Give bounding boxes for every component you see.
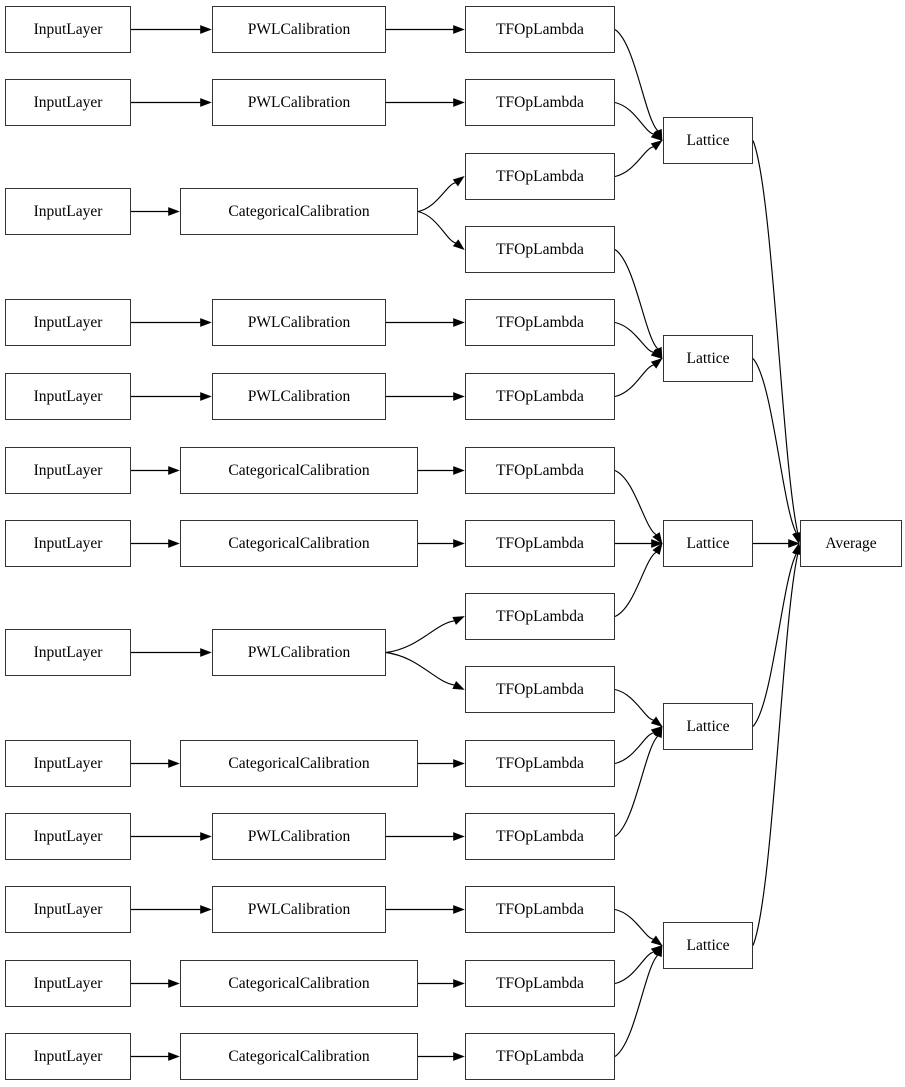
node-in5[interactable]: InputLayer (5, 373, 131, 420)
edge-op14-to-lat5 (614, 944, 663, 985)
node-in13[interactable]: InputLayer (5, 1033, 131, 1080)
edge-in10-to-cal10 (131, 832, 212, 841)
edge-in12-to-cal12 (131, 979, 180, 988)
edge-in6-to-cal6 (131, 466, 180, 475)
edge-cal2-to-op2 (386, 98, 465, 107)
node-op11[interactable]: TFOpLambda (465, 740, 615, 787)
edge-op8-to-lat3 (615, 539, 663, 548)
edge-in13-to-cal13 (131, 1052, 180, 1061)
node-op14[interactable]: TFOpLambda (465, 960, 615, 1007)
node-op10[interactable]: TFOpLambda (465, 666, 615, 713)
edge-lat1-to-avg (752, 140, 803, 545)
node-in3[interactable]: InputLayer (5, 188, 131, 235)
edge-cal5-to-op6 (386, 392, 465, 401)
edge-cal3-to-op3 (417, 175, 465, 213)
node-op13[interactable]: TFOpLambda (465, 886, 615, 933)
edge-cal12-to-op14 (418, 979, 465, 988)
edge-in8-to-cal8 (131, 648, 212, 657)
edge-cal4-to-op5 (386, 318, 465, 327)
node-cal9[interactable]: CategoricalCalibration (180, 740, 418, 787)
edge-cal6-to-op7 (418, 466, 465, 475)
node-in10[interactable]: InputLayer (5, 813, 131, 860)
node-cal7[interactable]: CategoricalCalibration (180, 520, 418, 567)
node-in11[interactable]: InputLayer (5, 886, 131, 933)
node-in1[interactable]: InputLayer (5, 6, 131, 53)
node-avg[interactable]: Average (800, 520, 902, 567)
node-op8[interactable]: TFOpLambda (465, 520, 615, 567)
node-cal4[interactable]: PWLCalibration (212, 299, 386, 346)
edge-op1-to-lat1 (614, 29, 663, 142)
node-op12[interactable]: TFOpLambda (465, 813, 615, 860)
edge-in2-to-cal2 (131, 98, 212, 107)
node-cal5[interactable]: PWLCalibration (212, 373, 386, 420)
edge-cal10-to-op12 (386, 832, 465, 841)
edge-op15-to-lat5 (614, 944, 663, 1057)
edge-in5-to-cal5 (131, 392, 212, 401)
node-op1[interactable]: TFOpLambda (465, 6, 615, 53)
edge-lat4-to-avg (752, 542, 801, 727)
edge-cal3-to-op4 (417, 210, 465, 251)
node-in2[interactable]: InputLayer (5, 79, 131, 126)
edge-op4-to-lat2 (614, 249, 663, 360)
node-cal13[interactable]: CategoricalCalibration (180, 1033, 418, 1080)
edge-op5-to-lat2 (614, 321, 663, 360)
node-lat2[interactable]: Lattice (663, 335, 753, 382)
edge-in7-to-cal7 (131, 539, 180, 548)
node-lat3[interactable]: Lattice (663, 520, 753, 567)
edge-op11-to-lat4 (614, 725, 663, 765)
node-op2[interactable]: TFOpLambda (465, 79, 615, 126)
edge-in11-to-cal11 (131, 905, 212, 914)
edge-cal13-to-op15 (418, 1052, 465, 1061)
edge-op9-to-lat3 (614, 542, 663, 618)
edge-lat3-to-avg (753, 539, 800, 548)
edge-cal1-to-op1 (386, 25, 465, 34)
edge-op6-to-lat2 (614, 357, 663, 398)
edge-op12-to-lat4 (614, 725, 663, 837)
node-lat1[interactable]: Lattice (663, 117, 753, 164)
edge-lat2-to-avg (752, 358, 801, 545)
edge-cal9-to-op11 (418, 759, 465, 768)
node-op4[interactable]: TFOpLambda (465, 226, 615, 273)
node-op7[interactable]: TFOpLambda (465, 447, 615, 494)
node-cal3[interactable]: CategoricalCalibration (180, 188, 418, 235)
node-lat4[interactable]: Lattice (663, 703, 753, 750)
node-cal6[interactable]: CategoricalCalibration (180, 447, 418, 494)
node-in7[interactable]: InputLayer (5, 520, 131, 567)
node-cal8[interactable]: PWLCalibration (212, 629, 386, 676)
edge-in4-to-cal4 (131, 318, 212, 327)
edge-in9-to-cal9 (131, 759, 180, 768)
node-cal10[interactable]: PWLCalibration (212, 813, 386, 860)
edge-op3-to-lat1 (614, 139, 663, 178)
edge-lat5-to-avg (752, 542, 803, 946)
node-op3[interactable]: TFOpLambda (465, 153, 615, 200)
node-op15[interactable]: TFOpLambda (465, 1033, 615, 1080)
node-in12[interactable]: InputLayer (5, 960, 131, 1007)
node-in8[interactable]: InputLayer (5, 629, 131, 676)
node-cal12[interactable]: CategoricalCalibration (180, 960, 418, 1007)
node-op5[interactable]: TFOpLambda (465, 299, 615, 346)
node-cal2[interactable]: PWLCalibration (212, 79, 386, 126)
node-in4[interactable]: InputLayer (5, 299, 131, 346)
edge-cal7-to-op8 (418, 539, 465, 548)
node-in6[interactable]: InputLayer (5, 447, 131, 494)
node-in9[interactable]: InputLayer (5, 740, 131, 787)
edge-cal8-to-op9 (385, 616, 465, 654)
node-lat5[interactable]: Lattice (663, 922, 753, 969)
node-cal11[interactable]: PWLCalibration (212, 886, 386, 933)
edge-op10-to-lat4 (614, 688, 663, 728)
edge-in1-to-cal1 (131, 25, 212, 34)
edge-op2-to-lat1 (614, 101, 663, 142)
edge-op13-to-lat5 (614, 908, 663, 947)
node-op9[interactable]: TFOpLambda (465, 593, 615, 640)
node-op6[interactable]: TFOpLambda (465, 373, 615, 420)
edge-cal8-to-op10 (385, 651, 465, 690)
edge-cal11-to-op13 (386, 905, 465, 914)
node-cal1[interactable]: PWLCalibration (212, 6, 386, 53)
edge-in3-to-cal3 (131, 207, 180, 216)
edge-op7-to-lat3 (614, 469, 663, 545)
